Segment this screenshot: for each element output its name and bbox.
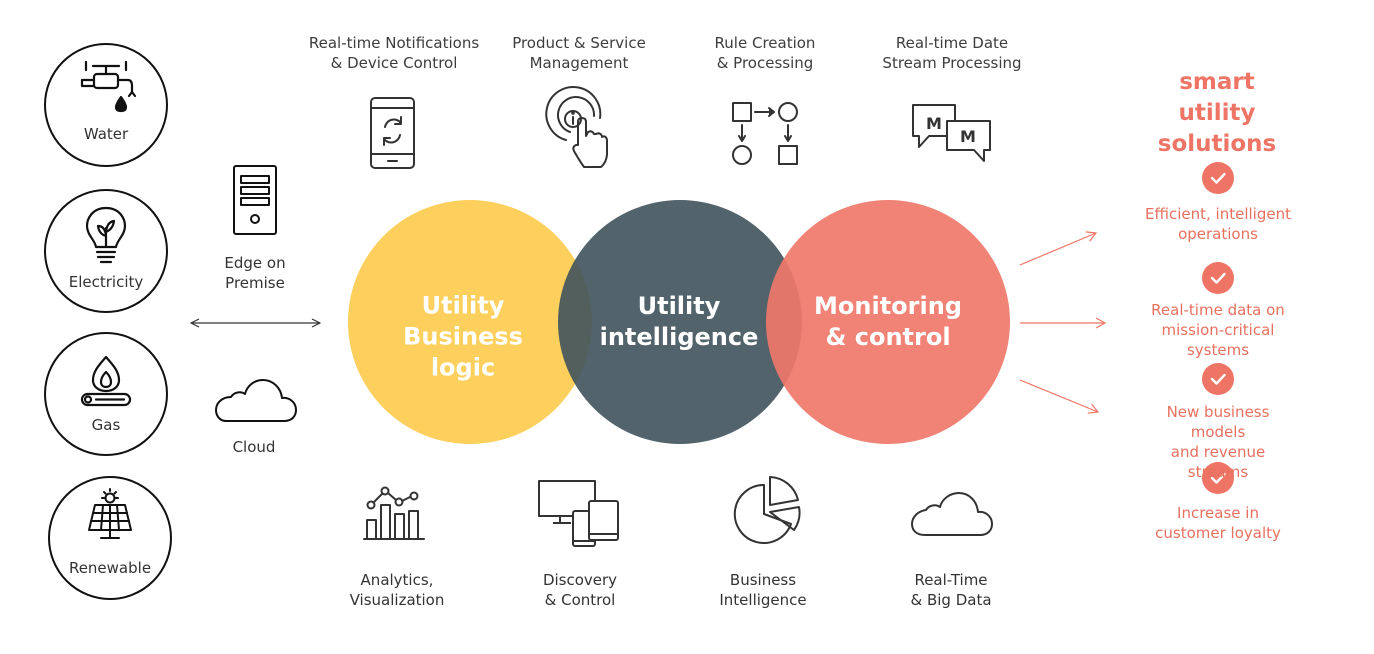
- devices-icon: [538, 480, 619, 547]
- check-icon: [1202, 363, 1234, 395]
- circle-monitoring: [766, 200, 1010, 444]
- benefit-label-1: Efficient, intelligent operations: [1145, 205, 1291, 243]
- top-feature-label-3: Rule Creation & Processing: [714, 34, 816, 72]
- bottom-feature-label-1: Analytics, Visualization: [349, 571, 445, 609]
- benefit-label-3: New business models and revenue streams: [1166, 403, 1270, 481]
- server-icon: [233, 165, 277, 235]
- message-bubble-letter-2: M: [960, 127, 976, 146]
- utility-label-gas: Gas: [91, 416, 121, 434]
- circle-label-intelligence: Utility intelligence: [599, 292, 759, 351]
- utility-label-renewable: Renewable: [68, 559, 152, 577]
- smartphone-refresh-icon: [370, 97, 415, 169]
- circle-label-business-logic: Utility Business logic: [403, 291, 523, 382]
- gas-flame-icon: [80, 355, 132, 407]
- solutions-title: smart utility solutions: [1157, 69, 1277, 157]
- utility-label-electricity: Electricity: [68, 273, 144, 291]
- circle-label-monitoring: Monitoring & control: [814, 292, 962, 351]
- utility-renewable: [48, 476, 172, 600]
- message-bubbles-icon: [912, 104, 991, 162]
- message-bubble-letter-1: M: [926, 114, 942, 133]
- top-feature-label-1: Real-time Notifications & Device Control: [308, 34, 480, 72]
- check-icon: [1202, 462, 1234, 494]
- circle-business-logic: [348, 200, 592, 444]
- utility-water: [44, 43, 168, 167]
- bottom-feature-label-2: Discovery & Control: [542, 571, 618, 609]
- cloud-outline-icon: [911, 492, 993, 536]
- check-icon: [1202, 162, 1234, 194]
- pie-chart-icon: [733, 476, 801, 544]
- benefit-label-4: Increase in customer loyalty: [1155, 504, 1281, 542]
- check-icon: [1202, 262, 1234, 294]
- cloud-icon: [215, 379, 297, 422]
- utility-electricity: [44, 189, 168, 313]
- bottom-feature-label-3: Business Intelligence: [719, 571, 807, 609]
- top-feature-label-2: Product & Service Management: [512, 34, 646, 72]
- circle-intelligence: [558, 200, 802, 444]
- water-tap-icon: [80, 60, 137, 113]
- result-arrow-3: [1019, 379, 1100, 414]
- bottom-feature-label-4: Real-Time & Big Data: [910, 571, 992, 609]
- touch-info-icon: [545, 86, 608, 168]
- light-bulb-icon: [85, 206, 127, 264]
- benefit-label-2: Real-time data on mission-critical syste…: [1151, 301, 1285, 359]
- bar-line-chart-icon: [363, 486, 425, 540]
- utility-gas: [44, 332, 168, 456]
- flowchart-icon: [732, 102, 798, 165]
- utility-label-water: Water: [83, 125, 129, 143]
- result-arrow-1: [1019, 231, 1098, 266]
- solar-panel-icon: [88, 488, 132, 539]
- edge-label: Edge on Premise: [224, 254, 286, 292]
- top-feature-label-4: Real-time Date Stream Processing: [882, 34, 1022, 72]
- cloud-label: Cloud: [232, 438, 276, 456]
